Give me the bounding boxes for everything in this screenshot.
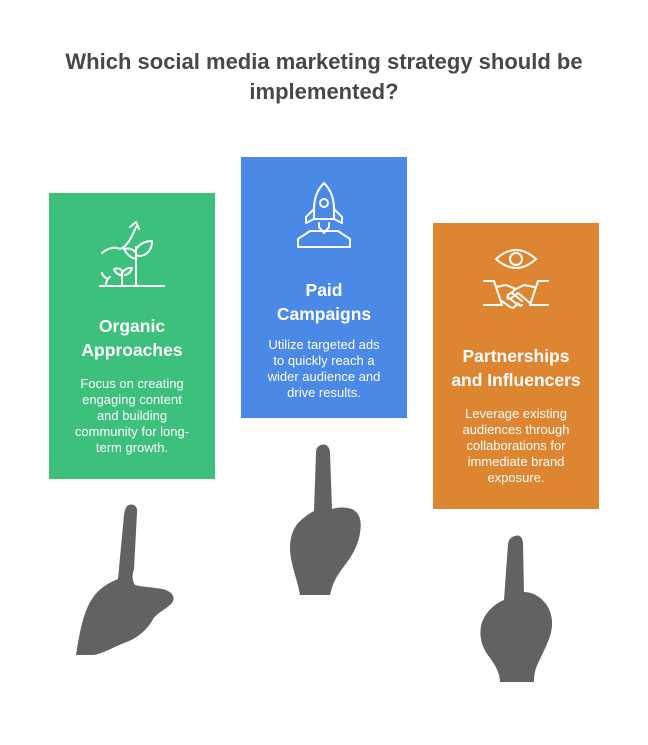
option-heading: Partnerships and Influencers: [451, 346, 581, 390]
option-card-partnerships: Partnerships and Influencers Leverage ex…: [433, 223, 599, 509]
option-description: Focus on creating engaging content and b…: [74, 376, 190, 455]
pointing-hand-icon: [290, 444, 361, 595]
growing-plant-icon: [49, 213, 215, 293]
option-card-organic: Organic Approaches Focus on creating eng…: [49, 193, 215, 479]
pointing-hand-icon: [480, 535, 553, 682]
option-heading: Paid Campaigns: [276, 280, 372, 324]
option-heading: Organic Approaches: [81, 316, 183, 360]
option-card-paid: Paid Campaigns Utilize targeted ads to q…: [241, 157, 407, 418]
option-description: Utilize targeted ads to quickly reach a …: [267, 337, 381, 400]
option-description: Leverage existing audiences through coll…: [462, 406, 570, 485]
page-title: Which social media marketing strategy sh…: [24, 47, 624, 107]
rocket-launch-icon: [241, 177, 407, 257]
eye-handshake-icon: [433, 243, 599, 323]
title-line-1: Which social media marketing strategy sh…: [65, 49, 583, 74]
pointing-hand-icon: [76, 504, 174, 655]
title-line-2: implemented?: [249, 79, 399, 104]
